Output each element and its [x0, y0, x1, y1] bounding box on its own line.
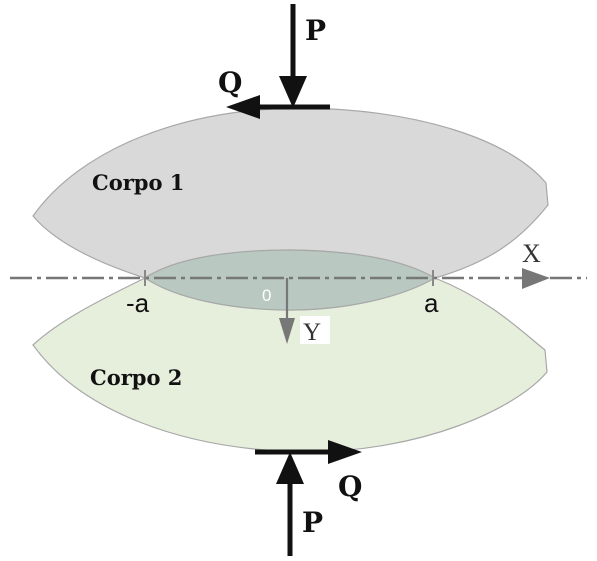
label-body-2: Corpo 2 — [90, 365, 182, 390]
x-axis-arrowhead — [522, 268, 550, 289]
force-q-top-arrowhead — [226, 95, 260, 119]
label-force-q-bottom: Q — [338, 470, 362, 503]
label-origin: 0 — [262, 286, 271, 305]
label-axis-y: Y — [303, 319, 321, 346]
label-plus-a: a — [424, 288, 439, 318]
force-q-bottom-arrowhead — [328, 440, 362, 464]
force-p-top-arrowhead — [279, 76, 307, 108]
label-axis-x: X — [522, 239, 541, 268]
label-axis-y-background — [300, 316, 330, 344]
label-force-p-top: P — [305, 14, 326, 47]
label-force-q-top: Q — [218, 66, 242, 99]
label-body-1: Corpo 1 — [92, 170, 184, 195]
y-axis-arrowhead — [279, 318, 295, 344]
label-force-p-bottom: P — [302, 506, 323, 539]
force-p-bottom-arrowhead — [276, 452, 304, 484]
label-minus-a: -a — [126, 288, 150, 318]
